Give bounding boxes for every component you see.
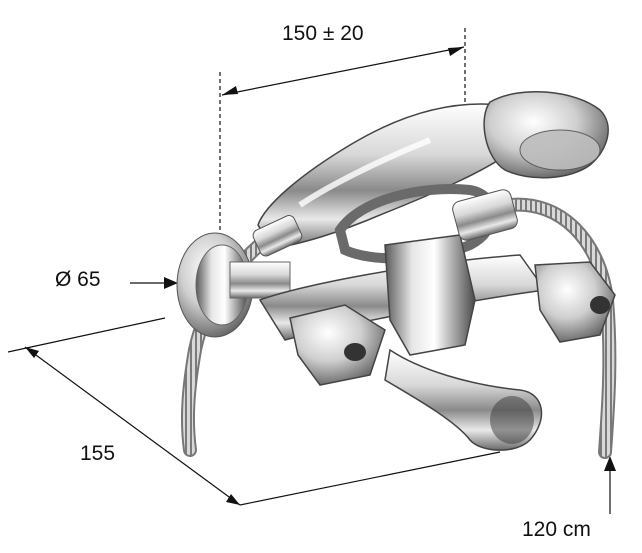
arrowhead-top-left	[222, 86, 238, 95]
center-body	[384, 234, 476, 356]
hose-length-label: 120 cm	[522, 518, 591, 541]
right-handle-cap	[590, 296, 610, 314]
depth-line-lower	[239, 451, 501, 506]
shower-handset	[252, 90, 609, 264]
arrowhead-diameter	[164, 277, 178, 289]
left-handle-cap	[344, 343, 366, 361]
arrowhead-hose	[604, 456, 616, 471]
arrowhead-top-right	[448, 47, 464, 56]
diameter-label: Ø 65	[55, 268, 101, 291]
arrowhead-depth-bottom	[226, 494, 240, 505]
top-width-label: 150 ± 20	[282, 22, 364, 45]
dimension-lines	[7, 28, 616, 514]
arrowhead-depth-top	[25, 347, 39, 358]
top-width-line	[221, 46, 465, 96]
right-handle	[534, 261, 616, 343]
depth-line-diagonal	[24, 346, 241, 506]
wall-flange	[176, 232, 291, 338]
depth-line-upper	[7, 317, 166, 353]
bath-spout	[384, 348, 543, 451]
depth-label: 155	[80, 442, 116, 465]
left-handle	[289, 304, 386, 386]
